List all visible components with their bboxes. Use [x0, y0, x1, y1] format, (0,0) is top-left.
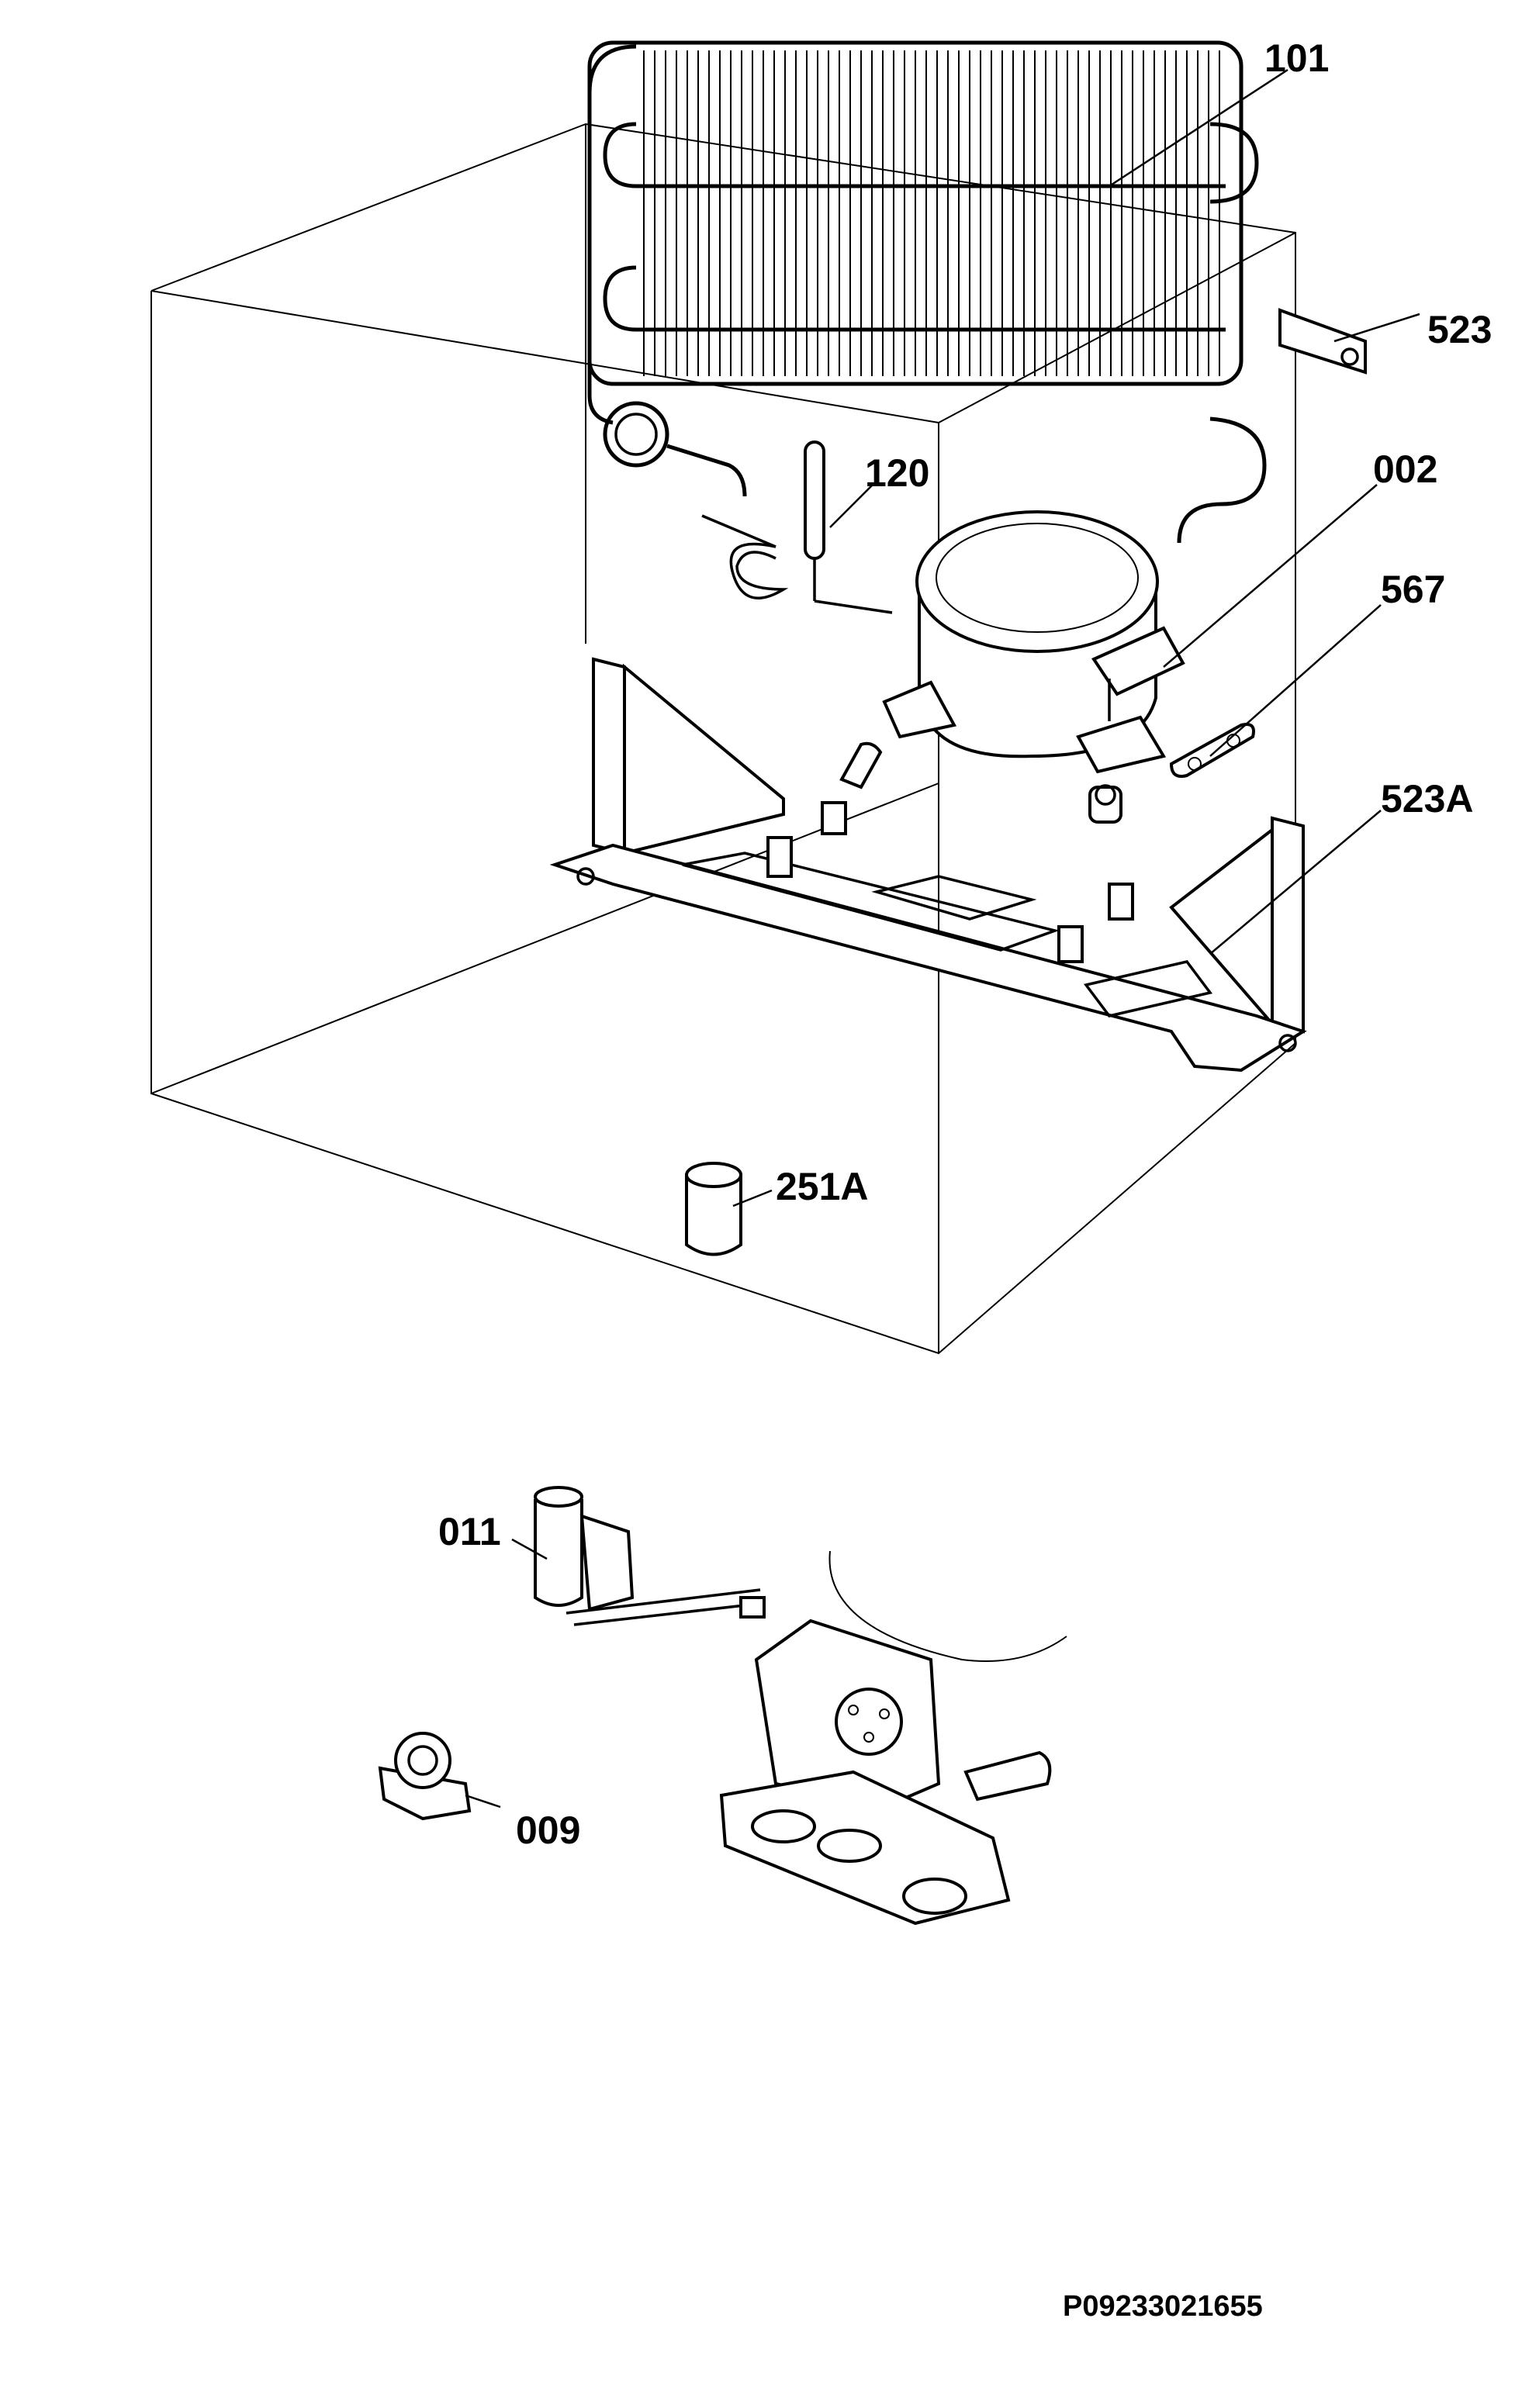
clip-bracket-icon	[1278, 308, 1367, 375]
part-label-523a: 523A	[1381, 777, 1474, 821]
overload-protector-icon	[378, 1732, 472, 1821]
part-label-251a: 251A	[776, 1165, 869, 1208]
mounting-plate-icon	[549, 657, 1307, 1073]
rubber-grommet-icon	[685, 1162, 742, 1256]
drawing-code: P09233021655	[1063, 2290, 1263, 2323]
part-label-523: 523	[1427, 308, 1493, 351]
part-label-002: 002	[1373, 447, 1438, 491]
part-label-567: 567	[1381, 568, 1446, 611]
compressor-terminal-detail	[719, 1550, 1067, 1926]
clip-bracket-icon	[1169, 723, 1255, 778]
start-relay-icon	[534, 1486, 766, 1626]
part-label-011: 011	[438, 1510, 501, 1553]
leader-lines	[465, 68, 1420, 1809]
part-label-009: 009	[516, 1809, 581, 1852]
part-label-101: 101	[1264, 36, 1330, 80]
compressor-icon	[882, 510, 1185, 824]
filter-drier-icon	[701, 440, 893, 614]
condenser-coil-icon	[587, 40, 1267, 544]
part-label-120: 120	[865, 451, 930, 495]
